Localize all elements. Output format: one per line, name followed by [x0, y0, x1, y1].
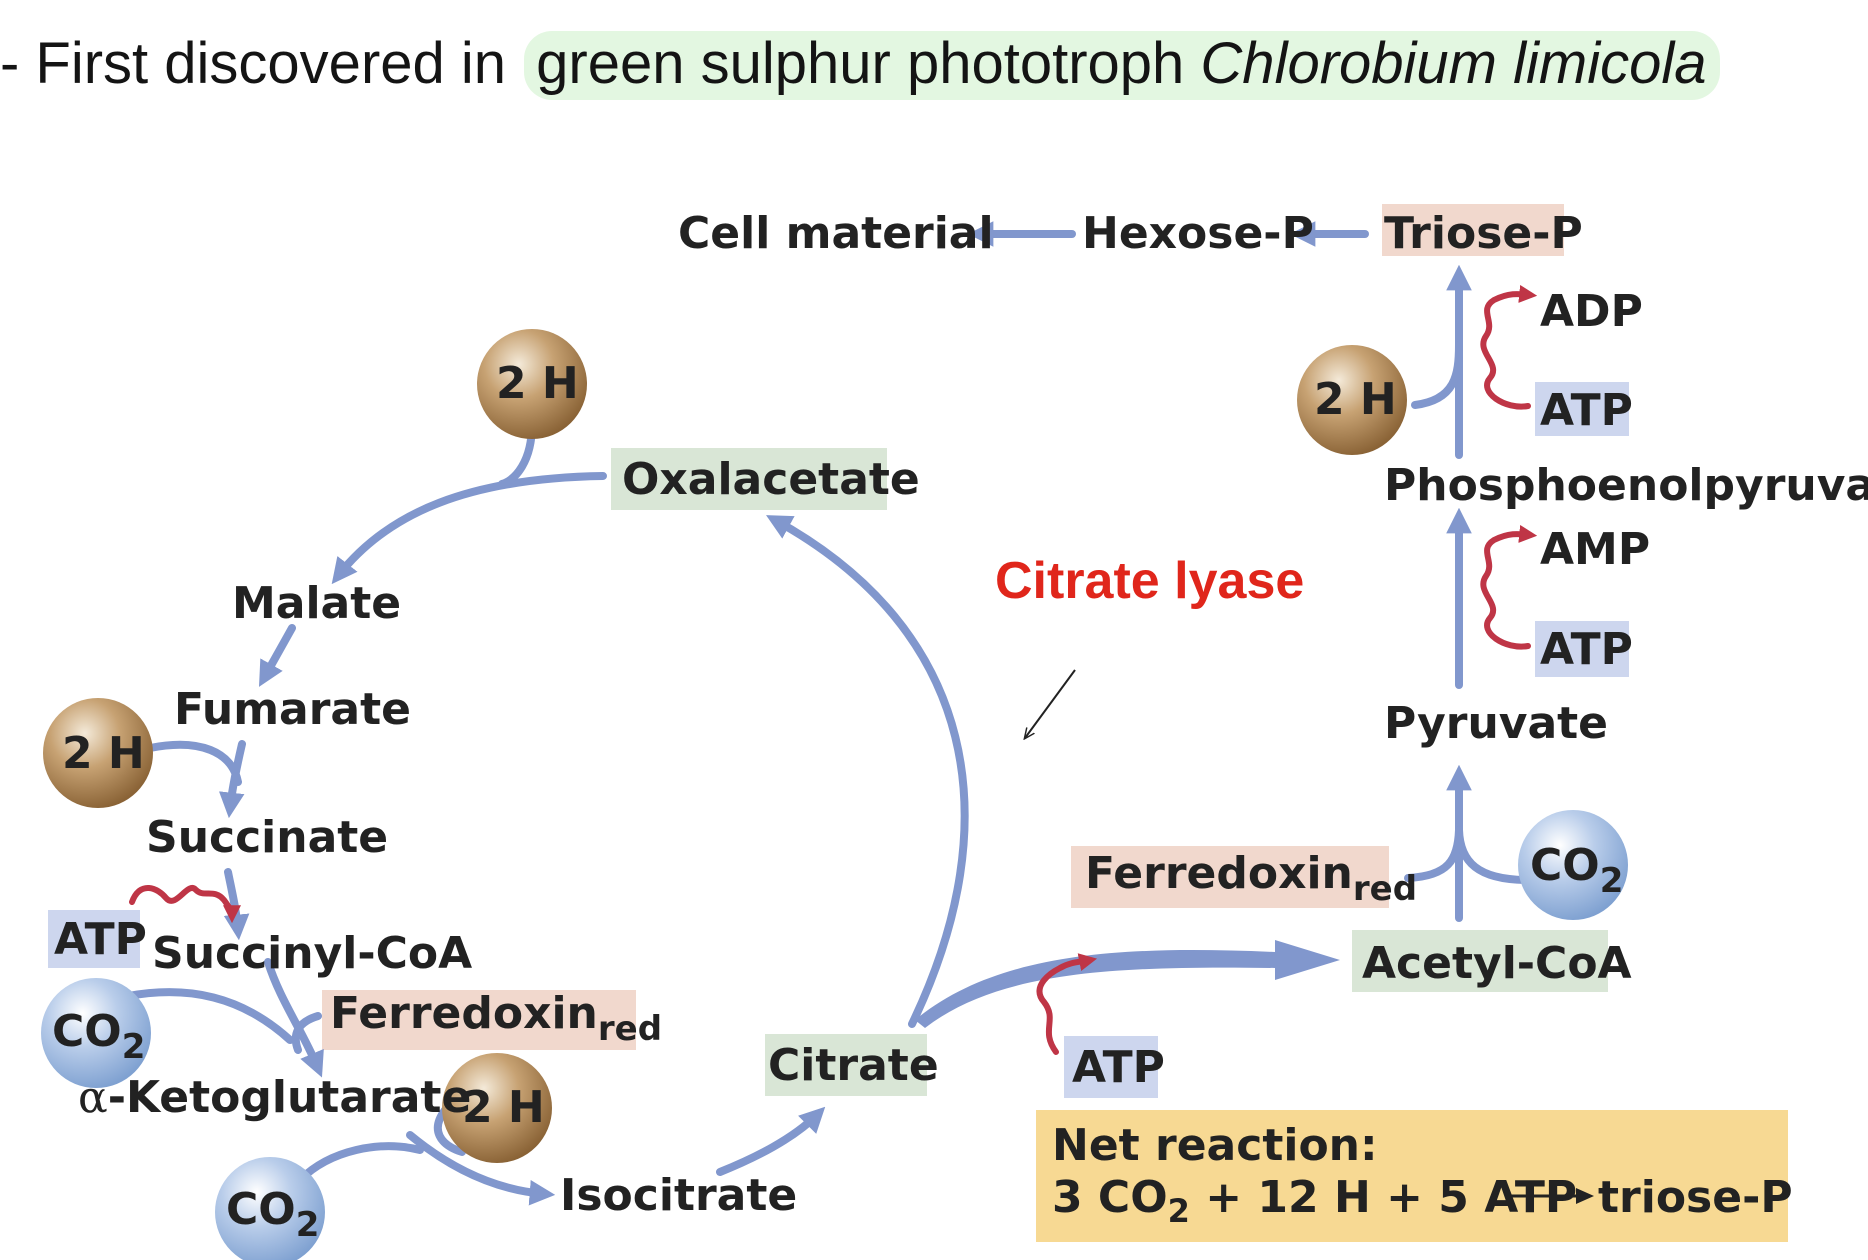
label-pyruvate: Pyruvate: [1384, 698, 1608, 749]
oxalacetate-bg: [611, 448, 887, 510]
atp-3-bg: [1064, 1036, 1158, 1098]
branch-co2-right: [1455, 826, 1532, 884]
ferredoxin-left-bg: [322, 990, 636, 1050]
h-ball-fumarate: [43, 698, 153, 808]
net-reaction-arrowhead: [1576, 1188, 1594, 1204]
co2-left-sub: 2: [122, 1027, 146, 1067]
co2-right-text: CO: [1530, 840, 1600, 891]
co2-balls: [41, 810, 1628, 1260]
co2-left-text: CO: [52, 1006, 122, 1057]
label-two-h-fumarate: 2 H: [62, 728, 145, 779]
arrow-succinate-to-succinylcoa: [223, 868, 250, 941]
label-triose-p: Triose-P: [1384, 208, 1583, 259]
branch-ferredoxin-left: [291, 1012, 322, 1054]
ferredoxin-right-text: Ferredoxin: [1085, 848, 1353, 899]
pointer-arrow: [1025, 669, 1076, 738]
atp-2-bg: [1535, 621, 1629, 677]
label-co2-right: CO2: [1530, 840, 1623, 901]
pathway-arrows: [106, 221, 1532, 1206]
co2-ball-left: [41, 978, 151, 1088]
arrow-succinylcoa-to-akg: [264, 958, 324, 1078]
label-citrate: Citrate: [768, 1040, 939, 1091]
citrate-bg: [765, 1034, 927, 1096]
heading-prefix: - First discovered in: [0, 31, 523, 96]
atp-1-bg: [1535, 382, 1629, 436]
heading: - First discovered in green sulphur phot…: [0, 28, 1721, 100]
atp-cycle-bg: [48, 910, 140, 968]
co2-right-sub: 2: [1600, 861, 1624, 901]
label-cell-material: Cell material: [678, 208, 994, 259]
arrow-isocitrate-to-citrate: [716, 1106, 826, 1176]
heading-organism: Chlorobium limicola: [1200, 31, 1707, 96]
co2-ball-bottom: [215, 1157, 325, 1260]
label-hexose-p: Hexose-P: [1082, 208, 1314, 259]
branch-2h-fumarate: [146, 740, 242, 786]
h-ball-right: [1297, 345, 1407, 455]
label-adp: ADP: [1540, 286, 1643, 337]
branch-co2-left: [106, 988, 294, 1044]
label-two-h-bottom: 2 H: [462, 1082, 545, 1133]
net-reaction-box: [1036, 1110, 1788, 1242]
ferredoxin-right-sub: red: [1353, 869, 1417, 909]
net-reaction-product: triose-P: [1598, 1172, 1793, 1223]
branch-2h-bottom: [433, 1106, 466, 1156]
label-oxalacetate: Oxalacetate: [622, 454, 920, 505]
co2-ball-right: [1518, 810, 1628, 920]
squiggle-atp-adp: [1480, 284, 1538, 410]
acetyl-coa-bg: [1352, 930, 1608, 992]
triose-p-bg: [1382, 204, 1564, 256]
squiggle-atp-succinyl: [129, 884, 241, 924]
arrow-oxalacetate-to-malate: [331, 472, 607, 585]
branch-co2-bottom: [296, 1142, 424, 1184]
label-co2-bottom: CO2: [226, 1184, 319, 1245]
label-succinyl-coa: Succinyl-CoA: [152, 928, 472, 979]
h-ball-top: [477, 329, 587, 439]
label-atp-1: ATP: [1540, 385, 1633, 436]
arrow-malate-to-fumarate: [258, 624, 296, 687]
enzyme-label: Citrate lyase: [995, 552, 1304, 610]
label-acetyl-coa: Acetyl-CoA: [1362, 938, 1632, 989]
label-atp-3: ATP: [1072, 1042, 1165, 1093]
hydrogen-balls: [43, 329, 1407, 1163]
label-succinate: Succinate: [146, 812, 388, 863]
label-ferredoxin-right: Ferredoxinred: [1085, 848, 1417, 909]
label-alpha-ketoglutarate: α-Ketoglutarate: [78, 1072, 471, 1123]
label-phosphoenolpyruvate: Phosphoenolpyruvate: [1384, 460, 1868, 511]
arrow-citrate-to-acetylcoa: [915, 940, 1340, 1028]
branch-2h-right: [1411, 341, 1463, 409]
label-fumarate: Fumarate: [174, 684, 411, 735]
arrow-akg-to-isocitrate: [406, 1131, 556, 1206]
ferredoxin-left-text: Ferredoxin: [330, 988, 598, 1039]
label-two-h-right: 2 H: [1314, 374, 1397, 425]
label-ferredoxin-left: Ferredoxinred: [330, 988, 662, 1049]
net-reaction-equation: 3 CO2 + 12 H + 5 ATP: [1052, 1172, 1577, 1230]
label-two-h-top: 2 H: [496, 358, 579, 409]
arrow-citrate-to-oxalacetate: [766, 515, 969, 1028]
squiggle-atp-amp: [1480, 524, 1538, 650]
net-lhs: 3 CO: [1052, 1172, 1168, 1223]
label-malate: Malate: [232, 578, 401, 629]
adp-bg: [1535, 285, 1629, 339]
net-reaction-title: Net reaction:: [1052, 1120, 1378, 1171]
squiggle-atp-acetyl: [1036, 953, 1098, 1055]
label-atp-2: ATP: [1540, 624, 1633, 675]
alpha-symbol: α: [78, 1072, 108, 1123]
label-co2-left: CO2: [52, 1006, 145, 1067]
ferredoxin-right-bg: [1071, 846, 1389, 908]
energy-squiggles: [129, 284, 1538, 1055]
heading-highlight: green sulphur phototroph Chlorobium limi…: [524, 31, 1721, 100]
label-atp-cycle: ATP: [54, 914, 147, 965]
co2-bottom-text: CO: [226, 1184, 296, 1235]
co2-bottom-sub: 2: [296, 1205, 320, 1245]
ketoglutarate-text: -Ketoglutarate: [108, 1072, 472, 1123]
heading-highlight-text: green sulphur phototroph: [536, 31, 1201, 96]
label-isocitrate: Isocitrate: [560, 1170, 797, 1221]
net-lhs-sub: 2: [1168, 1192, 1190, 1230]
h-ball-bottom: [442, 1053, 552, 1163]
label-amp: AMP: [1540, 524, 1650, 575]
ferredoxin-left-sub: red: [598, 1009, 662, 1049]
